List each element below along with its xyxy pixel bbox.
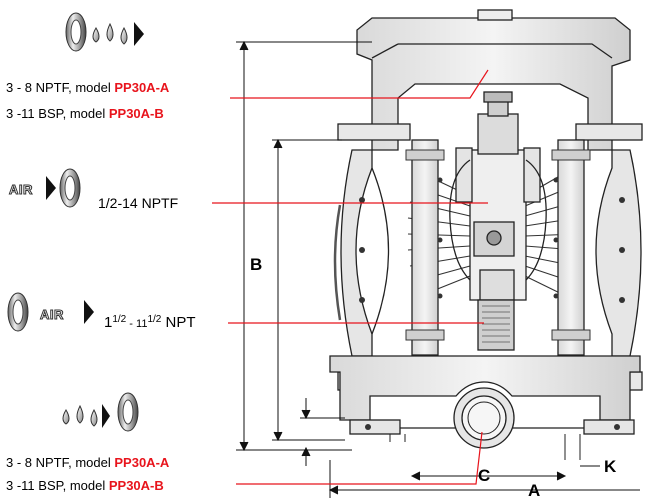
fluid-drops-arrow-icon — [92, 22, 144, 46]
top-outlet-bsp-label: 3 -11 BSP, model PP30A-B — [6, 106, 164, 121]
bottom-inlet-bsp-label: 3 -11 BSP, model PP30A-B — [6, 478, 164, 493]
bottom-inlet-model-a: PP30A-A — [114, 455, 170, 470]
pump-drawing — [329, 9, 643, 460]
top-outlet-model-b: PP30A-B — [108, 106, 164, 121]
air-arrow-icon — [6, 176, 56, 200]
air-exhaust-size-label: 11/2 - 111/2 NPT — [104, 314, 196, 331]
threaded-port-icon — [59, 168, 81, 208]
threaded-port-icon — [7, 292, 29, 332]
air-exhaust-tag: AIR — [40, 307, 64, 322]
air-arrow-icon — [84, 300, 94, 324]
dimension-k-label: K — [604, 457, 617, 476]
dimension-b-label: B — [250, 255, 263, 274]
dimension-c-label: C — [478, 466, 491, 485]
top-outlet-npt-label: 3 - 8 NPTF, model PP30A-A — [6, 80, 170, 95]
fluid-drops-arrow-icon — [62, 404, 110, 428]
bottom-inlet-model-b: PP30A-B — [108, 478, 164, 493]
threaded-port-icon — [117, 392, 139, 432]
dimension-a-label: A — [528, 481, 541, 500]
air-inlet-tag: AIR — [9, 182, 33, 197]
dimension-lines — [236, 40, 640, 498]
leader-lines — [212, 69, 489, 485]
bottom-inlet-npt-label: 3 - 8 NPTF, model PP30A-A — [6, 455, 170, 470]
threaded-port-icon — [65, 12, 87, 52]
top-outlet-model-a: PP30A-A — [114, 80, 170, 95]
air-inlet-size-label: 1/2-14 NPTF — [98, 195, 179, 211]
